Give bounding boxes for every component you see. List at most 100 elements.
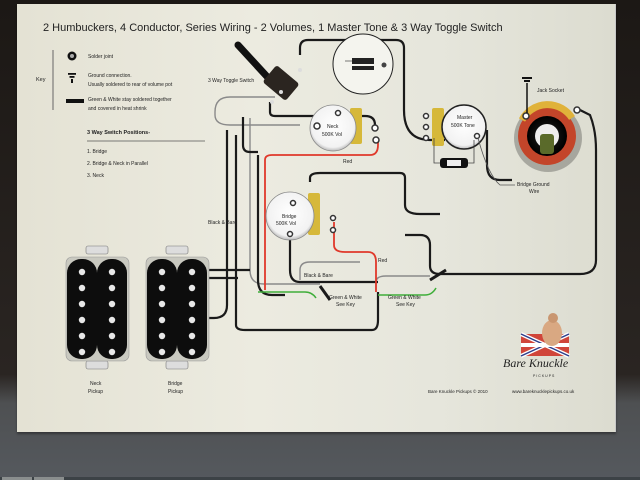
solder-joint-icon: [372, 136, 380, 144]
solder-joint-icon: [286, 230, 294, 238]
pole-piece: [158, 284, 166, 292]
pole-piece: [158, 348, 166, 356]
solder-joint-icon: [289, 199, 297, 207]
black-bare-label-2: Black & Bare: [304, 273, 333, 279]
neck-pickup: [65, 245, 130, 370]
pole-piece: [158, 332, 166, 340]
wire-black-end: [429, 268, 447, 282]
wire-grey: [299, 261, 360, 280]
key-ground-text-1: Ground connection.: [88, 73, 132, 79]
pole-piece: [158, 316, 166, 324]
heat-shrink-icon: [66, 99, 84, 103]
brand-name: Bare Knuckle: [503, 356, 569, 370]
tone-pot-label-2: 500K Tone: [451, 123, 475, 129]
pole-piece: [78, 316, 86, 324]
neck-pickup-label-1: Neck: [90, 381, 102, 387]
red-wires: [264, 140, 379, 292]
key-heatshrink-text-2: and covered in heat shrink: [88, 106, 147, 112]
key-solder-joint-text: Solder joint: [88, 54, 114, 60]
switch-position-2: 2. Bridge & Neck in Parallel: [87, 161, 148, 167]
pole-piece: [188, 268, 196, 276]
switch-position-3: 3. Neck: [87, 173, 104, 179]
pole-piece: [158, 268, 166, 276]
switch-position-1: 1. Bridge: [87, 149, 107, 155]
wire-grey: [375, 275, 430, 290]
diagram-title: 2 Humbuckers, 4 Conductor, Series Wiring…: [43, 22, 503, 34]
wire-green: [378, 287, 437, 296]
pole-piece: [188, 348, 196, 356]
bridge-pickup-label-1: Bridge: [168, 381, 183, 387]
solder-joint-icon: [473, 132, 481, 140]
key-ground-text-2: Usually soldered to rear of volume pot: [88, 82, 173, 88]
neck-pot-label-1: Neck: [327, 124, 339, 130]
wire-red: [333, 222, 377, 292]
switch-positions-heading: 3 Way Switch Positions-: [87, 130, 150, 136]
pole-piece: [188, 332, 196, 340]
wire-black: [405, 109, 598, 276]
switch-detail-inset: [332, 33, 394, 95]
wire-black: [234, 135, 380, 332]
solder-joint-icon: [422, 123, 430, 131]
tone-pot-label-1: Master: [457, 115, 473, 121]
toggle-switch[interactable]: [234, 41, 302, 104]
wire-black: [298, 38, 445, 142]
website-link[interactable]: www.bareknucklepickups.co.uk: [512, 389, 575, 394]
solder-joint-icon: [67, 51, 77, 61]
wire-green: [258, 291, 317, 299]
green-white-label-1a: Green & White: [329, 295, 362, 301]
jack-socket-label: Jack Socket: [537, 88, 565, 94]
pole-piece: [108, 300, 116, 308]
solder-joint-icon: [573, 106, 581, 114]
wire-black: [308, 171, 440, 216]
bridge-volume-pot: [265, 191, 337, 241]
pole-piece: [108, 268, 116, 276]
ground-icon: [522, 77, 532, 82]
brand-mascot-logo: [520, 313, 570, 358]
neck-pot-label-2: 500K Vol: [322, 132, 342, 138]
master-tone-pot: [422, 104, 515, 186]
bridge-pot-label-1: Bridge: [282, 214, 297, 220]
wire-black-end: [318, 285, 332, 301]
green-white-label-1b: See Key: [336, 302, 355, 308]
black-bare-label-1: Black & Bare: [208, 220, 237, 226]
wire-black: [288, 232, 378, 284]
wire-black: [241, 117, 258, 154]
red-label-2: Red: [378, 258, 387, 264]
brand-sub: PICKUPS: [533, 374, 555, 378]
taskbar: [0, 477, 640, 480]
bridge-ground-label-1: Bridge Ground: [517, 182, 550, 188]
solder-joint-icon: [422, 112, 430, 120]
pole-piece: [108, 284, 116, 292]
solder-joint-icon: [422, 134, 430, 142]
grey-wires: [214, 96, 430, 290]
pole-piece: [78, 284, 86, 292]
pole-piece: [78, 300, 86, 308]
wire-black: [180, 130, 229, 320]
jack-socket: [514, 77, 582, 172]
green-wires: [258, 287, 437, 299]
bridge-pickup: [145, 245, 210, 370]
taskbar-button[interactable]: [34, 477, 64, 480]
ground-icon: [68, 73, 76, 83]
solder-joint-icon: [329, 226, 337, 234]
copyright-text: Bare Knuckle Pickups © 2010: [428, 388, 488, 394]
pole-piece: [108, 332, 116, 340]
wire-grey: [214, 96, 300, 126]
green-white-label-2a: Green & White: [388, 295, 421, 301]
solder-joint-icon: [371, 124, 379, 132]
solder-joint-icon: [334, 109, 342, 117]
pole-piece: [188, 300, 196, 308]
wire-grey: [249, 118, 320, 285]
toggle-lever: [234, 41, 276, 86]
pole-piece: [188, 316, 196, 324]
bridge-pickup-label-2: Pickup: [168, 389, 183, 395]
toggle-switch-label: 3 Way Toggle Switch: [208, 78, 254, 84]
bridge-ground-label-2: Wire: [529, 189, 539, 195]
solder-joint-icon: [329, 214, 337, 222]
key-label: Key: [36, 77, 46, 83]
red-label-1: Red: [343, 159, 352, 165]
pole-piece: [158, 300, 166, 308]
toggle-body: [263, 66, 299, 100]
taskbar-button[interactable]: [2, 477, 32, 480]
